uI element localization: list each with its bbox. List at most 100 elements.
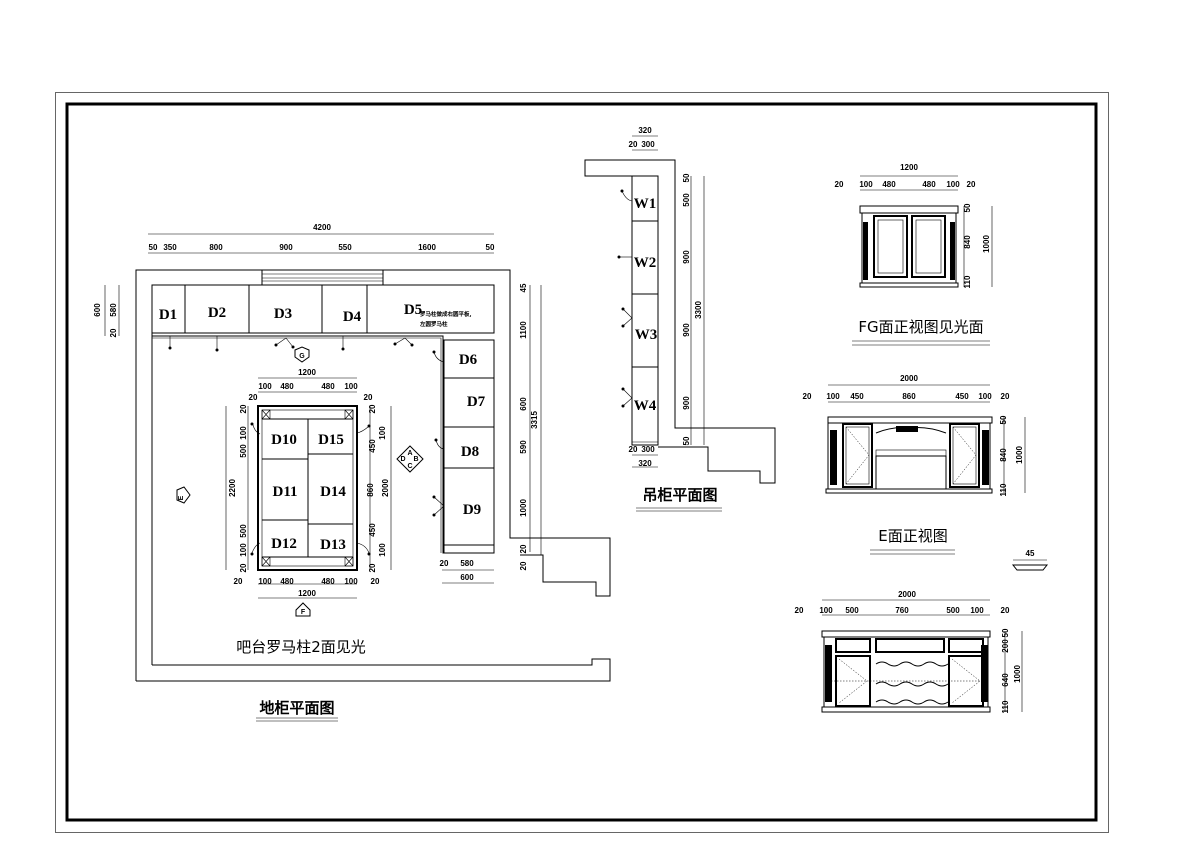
dim-third-segment: 100 xyxy=(970,606,984,615)
dim-e-segment: 100 xyxy=(978,392,992,401)
window xyxy=(261,269,384,286)
dim-island-top: 480 xyxy=(280,382,294,391)
floor-plan-title: 地柜平面图 xyxy=(259,699,334,717)
dim-third-height: 640 xyxy=(1001,673,1010,687)
dim-island-left: 500 xyxy=(239,444,248,458)
dim-top-segment: 900 xyxy=(279,243,293,252)
fg-elevation xyxy=(852,175,993,346)
dim-fg-segment: 20 xyxy=(967,180,976,189)
dim-left: 600 xyxy=(93,303,102,317)
section-marker-e xyxy=(176,486,191,504)
dim-island-bottom-total: 1200 xyxy=(298,589,316,598)
dim-right: 1100 xyxy=(519,321,528,339)
dim-top-segment: 800 xyxy=(209,243,223,252)
cabinet-label: D6 xyxy=(459,352,478,368)
dim-third-segment: 500 xyxy=(845,606,859,615)
dim-e-segment: 450 xyxy=(850,392,864,401)
cabinet-label: D13 xyxy=(320,537,346,553)
section-marker-abcd xyxy=(396,445,424,473)
cabinet-label: D15 xyxy=(318,432,344,448)
dim-e-segment: 450 xyxy=(955,392,969,401)
cabinet-label: D7 xyxy=(467,394,486,410)
dim-left: 580 xyxy=(109,303,118,317)
dim-e-height-total: 1000 xyxy=(1015,446,1024,464)
inner-frame xyxy=(65,102,1098,822)
dim-island-right: 20 xyxy=(368,563,377,572)
dim-third-height: 110 xyxy=(1001,700,1010,713)
cabinet-label: D2 xyxy=(208,305,226,321)
dim-e-height: 840 xyxy=(999,448,1008,462)
marker-abcd-label: D xyxy=(400,456,405,463)
dim-island-right: 100 xyxy=(378,426,387,440)
cabinet-label: D8 xyxy=(461,444,479,460)
dim-fg-segment: 20 xyxy=(835,180,844,189)
dim-third-segment: 500 xyxy=(946,606,960,615)
dim-wall-top: 300 xyxy=(641,140,655,149)
dim-right-total: 3315 xyxy=(530,411,539,429)
e-view-title: E面正视图 xyxy=(878,527,947,545)
marker-g-label: G xyxy=(299,353,305,360)
e-elevation xyxy=(825,384,1049,571)
dim-island-right: 860 xyxy=(366,483,375,497)
cabinet-label: D11 xyxy=(272,484,297,500)
section-marker-f xyxy=(295,602,311,617)
dim-e-segment: 860 xyxy=(902,392,916,401)
dim-e-segment: 20 xyxy=(1001,392,1010,401)
outer-frame xyxy=(55,92,1109,833)
wall-cabinet-label: W2 xyxy=(634,255,657,271)
dim-wall-bottom: 300 xyxy=(641,445,655,454)
dim-top-segment: 550 xyxy=(338,243,352,252)
dim-fg-height: 110 xyxy=(963,275,972,288)
base-cabinet-column-right xyxy=(443,339,495,554)
dim-wall-bottom: 320 xyxy=(638,459,652,468)
dim-e-segment: 20 xyxy=(803,392,812,401)
dim-island-left: 100 xyxy=(239,543,248,557)
dim-e-width: 2000 xyxy=(900,374,918,383)
floor-plan-dimension-lines xyxy=(104,233,542,599)
dim-island-right: 450 xyxy=(368,523,377,537)
moulding-detail xyxy=(1011,564,1049,571)
dim-fg-segment: 480 xyxy=(882,180,896,189)
dim-fg-segment: 100 xyxy=(946,180,960,189)
section-marker-g xyxy=(294,346,310,363)
dim-island-top: 480 xyxy=(321,382,335,391)
dim-e-height: 110 xyxy=(999,483,1008,496)
marker-abcd-label: A xyxy=(407,450,412,457)
dim-wall-top: 20 xyxy=(629,140,638,149)
dim-wall-right: 50 xyxy=(682,173,691,182)
marker-abcd-label: B xyxy=(413,456,418,463)
dim-right: 20 xyxy=(519,544,528,553)
wall-cabinet-label: W4 xyxy=(634,398,657,414)
dim-island-right: 20 xyxy=(368,404,377,413)
cabinet-label: D5 xyxy=(404,302,422,318)
wall-cabinet-label: W3 xyxy=(635,327,658,343)
dim-island-bottom: 100 xyxy=(258,577,272,586)
dim-wall-right: 50 xyxy=(682,436,691,445)
dim-fg-height-total: 1000 xyxy=(982,235,991,253)
floor-plan xyxy=(104,233,611,682)
dim-top-total: 4200 xyxy=(313,223,331,232)
dim-wall-right: 900 xyxy=(682,323,691,337)
dim-right: 20 xyxy=(519,561,528,570)
dim-right: 590 xyxy=(519,440,528,454)
dim-e-height: 50 xyxy=(999,415,1008,424)
marker-f-label: F xyxy=(301,609,306,616)
dim-island-top-side: 20 xyxy=(364,393,373,402)
dim-island-left: 500 xyxy=(239,524,248,538)
dim-fg-segment: 480 xyxy=(922,180,936,189)
dim-island-right: 450 xyxy=(368,439,377,453)
dim-third-height-total: 1000 xyxy=(1013,665,1022,683)
wall-cabinet-label: W1 xyxy=(634,196,657,212)
dim-wall-top: 320 xyxy=(638,126,652,135)
dim-right: 600 xyxy=(519,397,528,411)
dim-e-segment: 100 xyxy=(826,392,840,401)
dim-third-segment: 20 xyxy=(1001,606,1010,615)
dim-third-segment: 760 xyxy=(895,606,909,615)
cabinet-label: D14 xyxy=(320,484,346,500)
dim-island-right: 100 xyxy=(378,543,387,557)
dim-third-width: 2000 xyxy=(898,590,916,599)
dim-wall-right-total: 3300 xyxy=(694,301,703,319)
dim-island-top-total: 1200 xyxy=(298,368,316,377)
wall-inner xyxy=(136,284,611,682)
